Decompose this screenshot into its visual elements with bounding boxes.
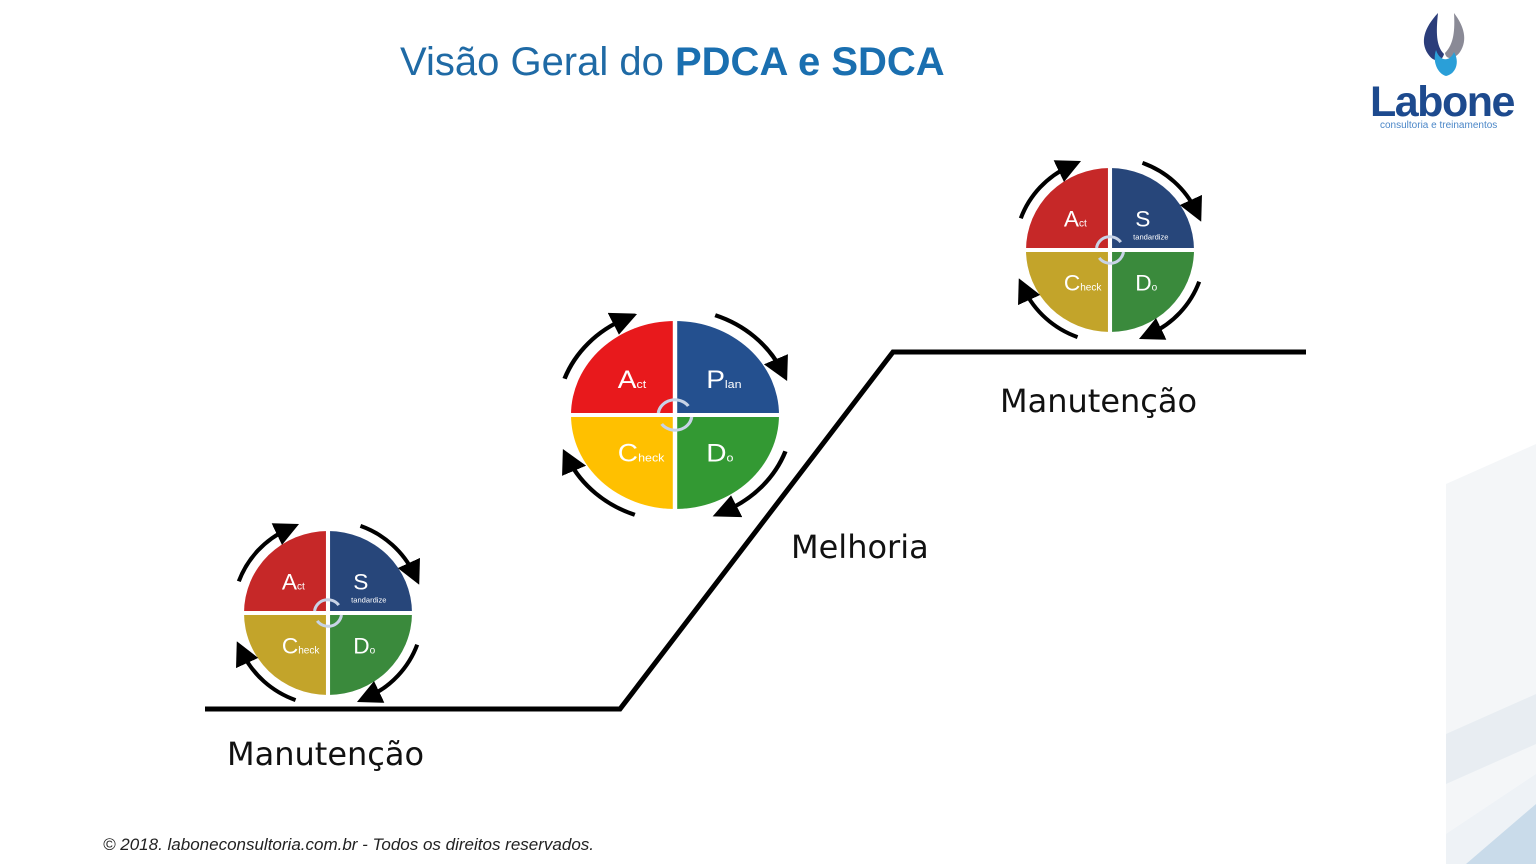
- copyright-footer: © 2018. laboneconsultoria.com.br - Todos…: [103, 835, 594, 854]
- quadrant-sublabel-plan-or-standardize: tandardize: [1133, 232, 1168, 241]
- quadrant-plan-or-standardize: [675, 321, 779, 415]
- quadrant-label-do: Do: [353, 634, 375, 659]
- decorative-corner-shapes: [1446, 444, 1536, 864]
- quadrant-label-do: Do: [706, 439, 734, 467]
- cycle-arrow-icon-1: [1018, 160, 1082, 219]
- quadrant-label-plan-or-standardize: S: [1135, 207, 1150, 232]
- quadrant-check: [244, 613, 328, 695]
- staircase-line: [205, 349, 1306, 712]
- center-cycle-arrow-bottom: [1098, 251, 1125, 265]
- quadrant-do: [1110, 250, 1194, 332]
- quadrant-label-do: Do: [1135, 271, 1157, 296]
- labone-logo: Labone consultoria e treinamentos: [1366, 10, 1531, 135]
- stage-label-maintenance-right: Manutenção: [1000, 382, 1198, 420]
- quadrant-label-check: Check: [618, 439, 665, 467]
- cycle-arrow-icon-1: [236, 523, 300, 582]
- quadrant-label-plan-or-standardize: Plan: [706, 365, 741, 393]
- quadrant-label-act: Act: [618, 365, 647, 393]
- cycle-arrow-icon-3: [356, 644, 420, 703]
- stage-label-maintenance-left: Manutenção: [227, 735, 425, 773]
- droplets-icon: [1423, 13, 1465, 76]
- stage-label-improvement: Melhoria: [791, 528, 929, 566]
- logo-wordmark: Labone: [1370, 78, 1515, 126]
- quadrant-act: [244, 531, 328, 613]
- quadrant-act: [1026, 168, 1110, 250]
- quadrant-check: [1026, 250, 1110, 332]
- cycle-arrow-icon-3: [1138, 281, 1202, 340]
- cycle-arrow-icon-2: [714, 313, 788, 381]
- title-bold-text: PDCA e SDCA: [674, 40, 945, 84]
- center-cycle-arrow-top: [656, 398, 690, 414]
- center-cycle-arrow-top: [1095, 235, 1122, 249]
- quadrant-plan-or-standardize: [1110, 168, 1194, 250]
- cycle-arrow-icon-4: [1018, 278, 1079, 339]
- center-cycle-arrow-top: [313, 598, 340, 612]
- quadrant-do: [328, 613, 412, 695]
- cycle-arrow-icon-4: [236, 641, 297, 702]
- page-title: Visão Geral do PDCA e SDCA: [400, 40, 945, 85]
- quadrant-plan-or-standardize: [328, 531, 412, 613]
- quadrant-sublabel-plan-or-standardize: tandardize: [351, 595, 386, 604]
- cycle-arrow-icon-4: [562, 449, 636, 517]
- logo-tagline: consultoria e treinamentos: [1380, 120, 1498, 131]
- cycle-arrow-icon-3: [712, 450, 788, 518]
- cycle-arrow-icon-2: [1141, 161, 1202, 222]
- center-cycle-arrow-bottom: [316, 614, 343, 628]
- cycle-arrow-icon-1: [562, 312, 638, 380]
- quadrant-label-act: Act: [282, 570, 305, 595]
- center-cycle-arrow-bottom: [660, 416, 694, 432]
- quadrant-label-act: Act: [1064, 207, 1087, 232]
- quadrant-label-check: Check: [282, 634, 320, 659]
- quadrant-label-check: Check: [1064, 271, 1102, 296]
- cycle-arrow-icon-2: [359, 524, 420, 585]
- quadrant-check: [571, 415, 675, 509]
- quadrant-label-plan-or-standardize: S: [353, 570, 368, 595]
- quadrant-do: [675, 415, 779, 509]
- quadrant-act: [571, 321, 675, 415]
- title-normal-text: Visão Geral do: [400, 40, 675, 84]
